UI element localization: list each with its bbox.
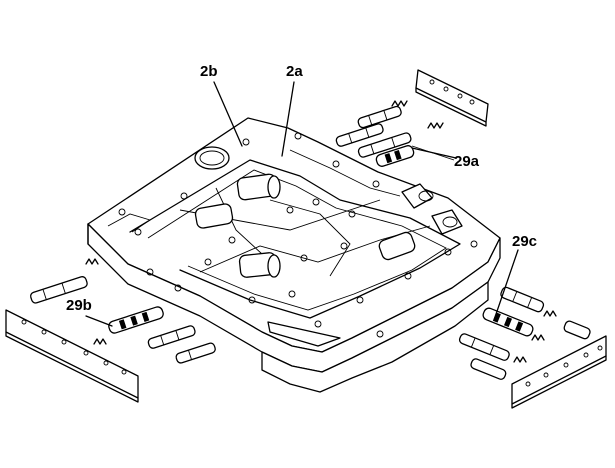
spring-29c-3 [513,356,527,363]
retainer-plate-right [511,335,607,409]
leader-lines [85,81,519,327]
valve-group-29b [30,258,216,364]
spring-29a-2 [427,122,444,129]
spring-29c-1 [543,310,557,317]
leader-29c [493,249,519,321]
valve-spool-29c-2 [482,307,534,337]
valve-spool-29b-4 [175,342,216,364]
valve-spool-29a-4 [375,145,415,167]
callout-29a: 29a [454,153,480,170]
callout-2a: 2a [286,63,303,80]
callout-2b: 2b [200,63,218,80]
valve-body-assembly [87,117,501,393]
valve-group-29c [458,286,591,380]
spool-barrel-2 [238,252,281,278]
callout-29b: 29b [66,297,92,314]
valve-spool-29b-2 [108,306,164,334]
valve-spool-29c-4 [563,320,591,340]
leader-29a [411,147,457,159]
spring-29c-2 [531,334,545,341]
valve-spool-29c-3 [458,333,510,361]
retainer-plate-top-right [415,69,489,127]
spool-barrel-4 [194,203,234,229]
valve-spool-29a-1 [357,105,402,129]
valve-spool-29a-2 [335,123,384,147]
valve-spool-29c-5 [470,358,507,380]
leader-2a [281,81,295,157]
spring-29b-1 [85,258,99,265]
valve-group-29a [335,100,455,167]
valve-spool-29c-1 [500,286,545,313]
retainer-plate-left [5,309,139,403]
spool-barrel-3 [378,231,416,261]
spool-barrel-1 [236,173,281,201]
spring-29a-1 [391,100,408,107]
callout-29c: 29c [512,233,537,250]
valve-spool-29a-3 [357,132,412,158]
valve-spool-29b-3 [147,325,196,349]
spring-29b-2 [93,338,107,345]
bolt-holes [118,132,478,338]
valve-spool-29b-1 [30,276,88,304]
leader-2b [213,81,243,147]
leader-29b [85,315,113,327]
